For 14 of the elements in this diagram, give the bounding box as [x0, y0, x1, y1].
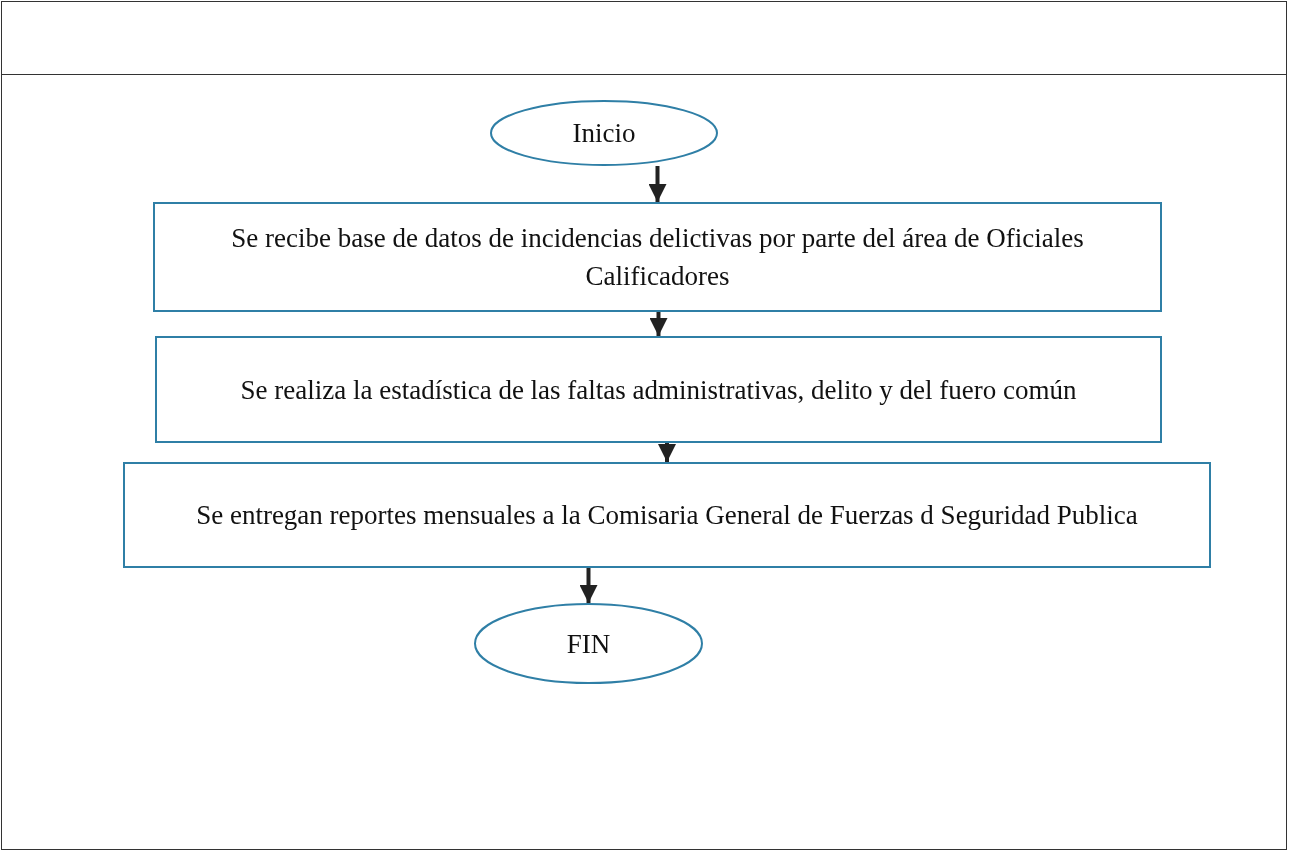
process-box [153, 202, 1162, 312]
arrow [658, 443, 676, 462]
arrow [648, 166, 667, 202]
node-text: Se recibe base de datos de incidencias delictivas por parte del área de Oficiales Calificadores [230, 222, 1085, 293]
terminator-ellipse [474, 603, 703, 684]
node-text: Inicio [572, 117, 636, 150]
node-text: Se realiza la estadística de las faltas administrativas, delito y del fuero común [240, 373, 1077, 407]
process-box [123, 462, 1211, 568]
arrow [649, 312, 668, 336]
arrow [579, 568, 598, 603]
process-box [155, 336, 1162, 443]
node-text: Se entregan reportes mensuales a la Comisaria General de Fuerzas d Seguridad Publica [196, 499, 1138, 532]
terminator-ellipse [490, 100, 718, 166]
node-text: FIN [566, 627, 611, 661]
